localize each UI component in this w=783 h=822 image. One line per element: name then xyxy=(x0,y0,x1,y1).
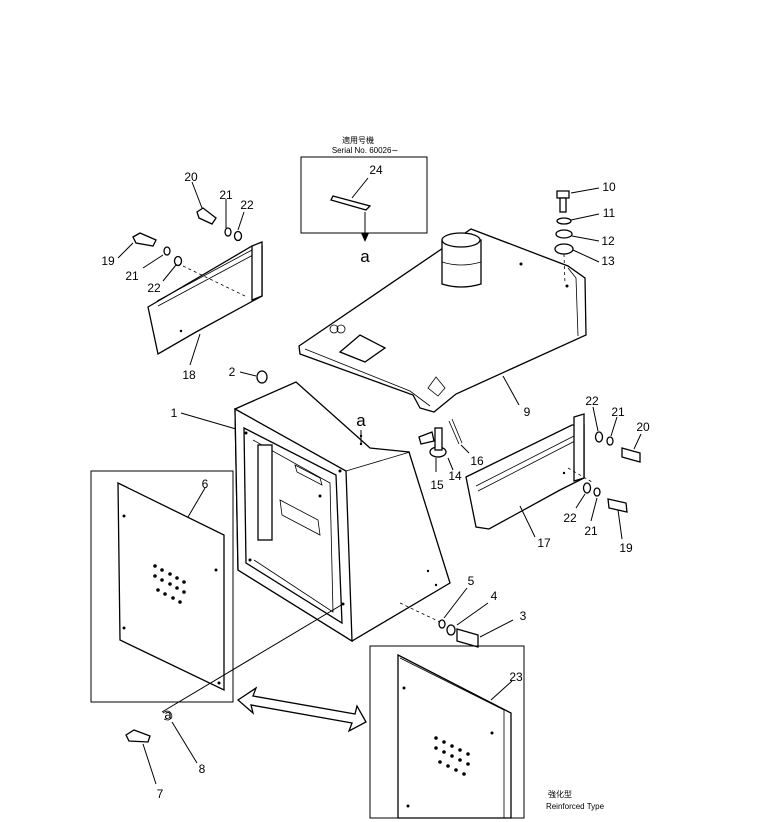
vent-holes-left xyxy=(153,564,186,604)
callout-4: 4 xyxy=(491,589,498,603)
vent-holes-right xyxy=(434,736,470,776)
callout-labels: 1 2 3 4 5 6 7 8 9 10 11 12 13 14 15 16 1… xyxy=(101,163,650,801)
part-18-side-cover xyxy=(147,241,263,366)
callout-22: 22 xyxy=(240,198,254,212)
callout-21b: 21 xyxy=(125,269,139,283)
callout-19: 19 xyxy=(101,254,115,268)
callout-22b: 22 xyxy=(147,281,161,295)
panel-23-reinforced-inset: 強化型 Reinforced Type xyxy=(369,645,605,819)
parts-3-5-fasteners xyxy=(399,587,514,648)
part-24-clip xyxy=(330,195,372,211)
callout-8: 8 xyxy=(199,762,206,776)
callout-7: 7 xyxy=(157,787,164,801)
right-fasteners xyxy=(575,406,642,540)
callout-23: 23 xyxy=(509,670,523,684)
callout-6: 6 xyxy=(202,477,209,491)
top-right-fasteners xyxy=(554,187,600,285)
serial-inset: 適用号機 Serial No. 60026∼ a xyxy=(300,135,428,266)
double-arrow xyxy=(236,686,367,733)
part-23-reinforced-panel xyxy=(397,653,512,819)
ref-mark-a-frame: a xyxy=(356,411,366,430)
parts-14-16-latch xyxy=(418,418,470,472)
part-9-top-cover xyxy=(298,228,587,413)
ref-a-frame: a xyxy=(356,411,366,444)
callout-2: 2 xyxy=(229,365,236,379)
serial-number-label: Serial No. 60026∼ xyxy=(332,146,398,155)
parts-7-8-fasteners xyxy=(125,710,198,785)
callout-16: 16 xyxy=(470,454,484,468)
reinforced-title-cjk: 強化型 xyxy=(548,789,572,799)
callout-11: 11 xyxy=(603,206,616,220)
callout-14: 14 xyxy=(448,469,462,483)
callout-20b: 20 xyxy=(636,420,650,434)
ref-mark-a-small: a xyxy=(164,707,172,722)
callout-5: 5 xyxy=(468,574,475,588)
panel-6-inset xyxy=(90,470,344,713)
part-17-side-cover xyxy=(465,413,593,538)
callout-12: 12 xyxy=(601,234,615,248)
ref-mark-a-top: a xyxy=(360,247,370,266)
part-1-frame xyxy=(180,381,451,643)
part-6-door-panel xyxy=(117,481,225,692)
callout-20: 20 xyxy=(184,170,198,184)
callout-21: 21 xyxy=(219,188,233,202)
callout-13: 13 xyxy=(601,254,615,268)
callout-9: 9 xyxy=(524,405,531,419)
callout-18: 18 xyxy=(182,368,196,382)
callout-22c: 22 xyxy=(585,394,599,408)
callout-19b: 19 xyxy=(619,541,633,555)
callout-1: 1 xyxy=(171,406,178,420)
callout-21c: 21 xyxy=(611,405,625,419)
part-2-grommet xyxy=(239,370,268,384)
callout-3: 3 xyxy=(520,609,527,623)
callout-24: 24 xyxy=(369,163,383,177)
callout-22d: 22 xyxy=(563,511,577,525)
serial-box-frame xyxy=(300,156,428,234)
callout-10: 10 xyxy=(602,180,616,194)
serial-title-cjk: 適用号機 xyxy=(342,135,374,145)
panel-6-frame xyxy=(90,470,234,703)
callout-21d: 21 xyxy=(584,524,598,538)
callout-17: 17 xyxy=(537,536,551,550)
left-fasteners xyxy=(117,181,245,282)
reinforced-type-label: Reinforced Type xyxy=(546,802,605,811)
callout-15: 15 xyxy=(430,478,444,492)
